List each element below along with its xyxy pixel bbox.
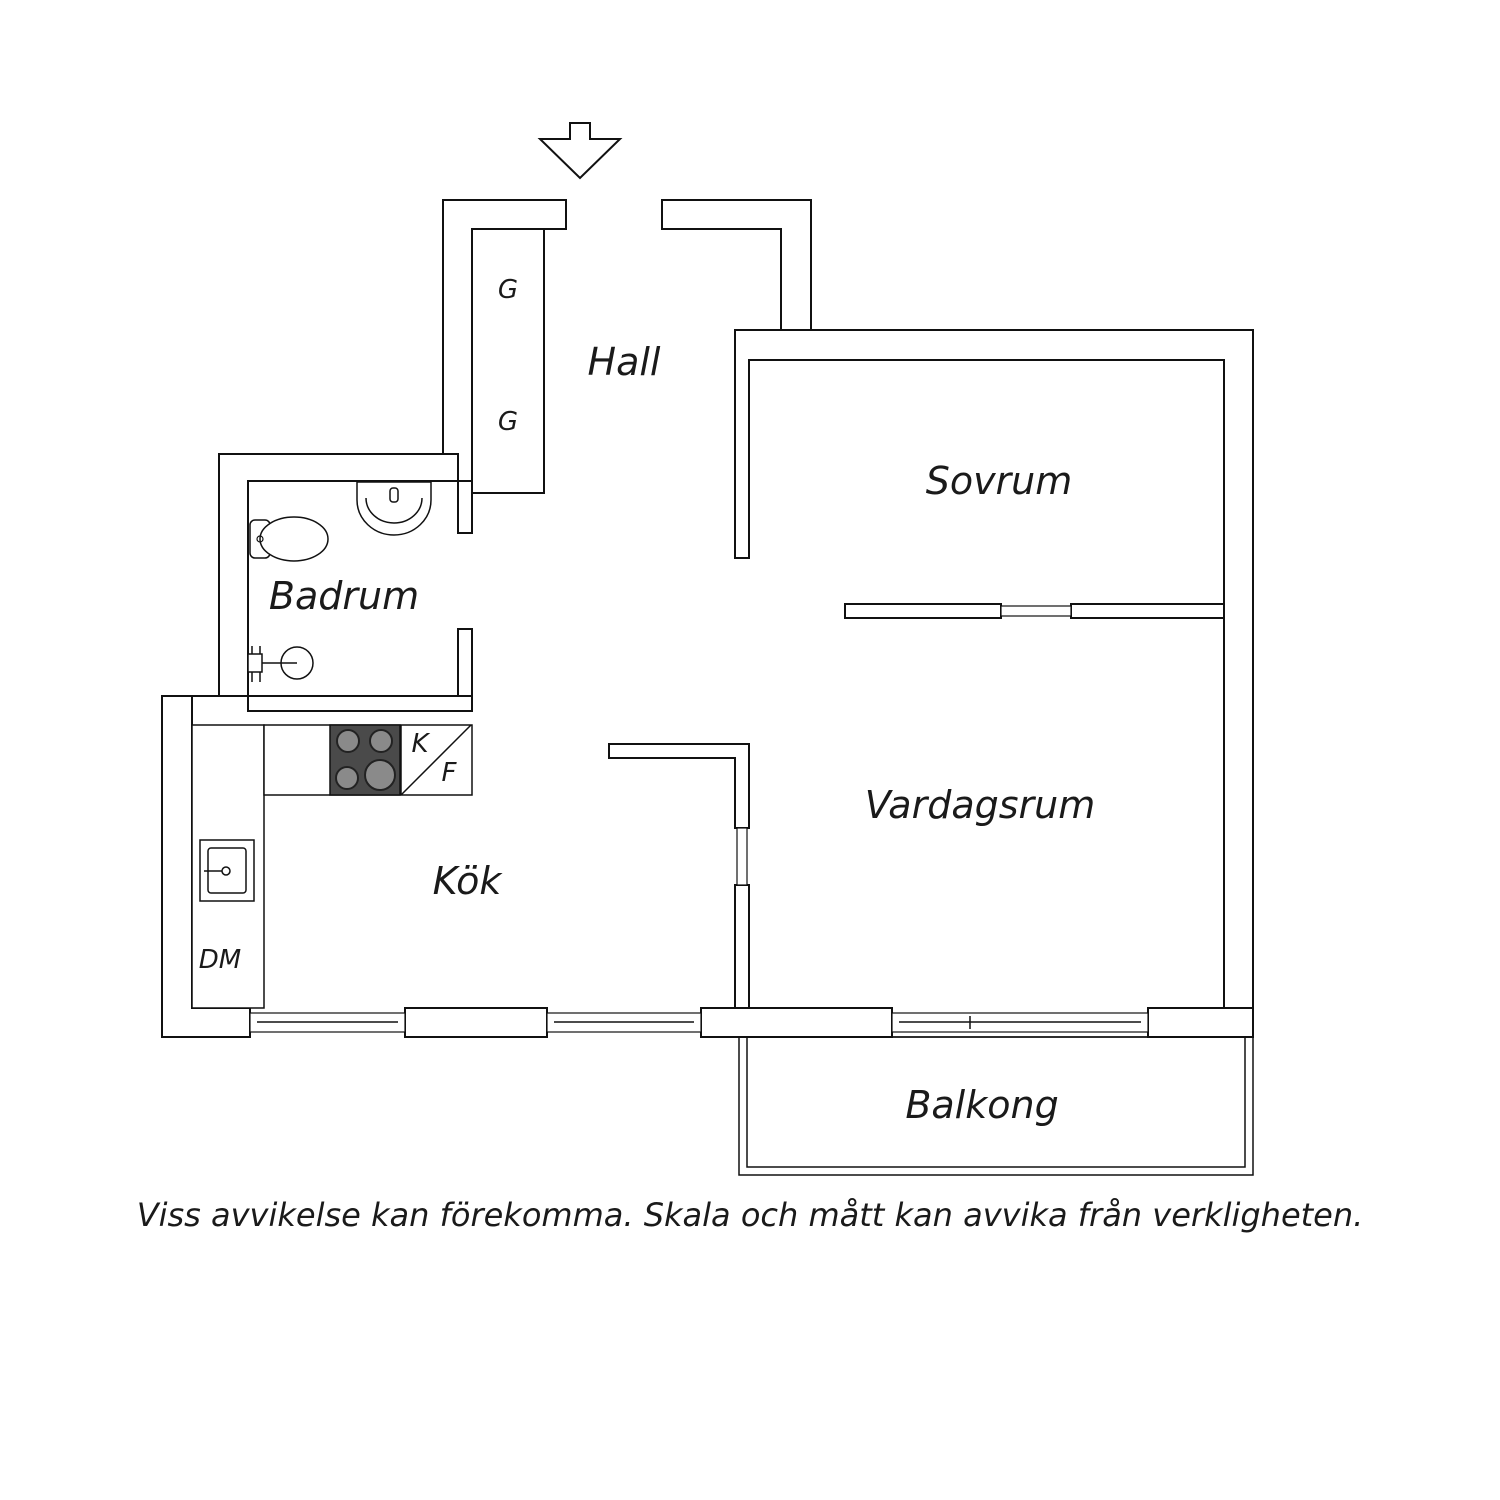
balcony [738, 1036, 1254, 1176]
entrance-arrow-icon [537, 122, 623, 180]
fridge-label: K [411, 729, 430, 759]
room-label-kok: Kök [433, 859, 504, 903]
shower-icon [247, 646, 314, 682]
room-label-hall: Hall [588, 340, 661, 384]
dishwasher-label: DM [199, 945, 241, 975]
wardrobe-label-2: G [498, 407, 518, 437]
freezer-label: F [442, 758, 458, 788]
toilet-icon [249, 516, 329, 562]
interior-walls [247, 228, 1225, 1009]
exterior-walls [161, 199, 1254, 1038]
washbasin-icon [356, 481, 432, 536]
room-label-balkong: Balkong [905, 1083, 1058, 1127]
windows [249, 1012, 1149, 1033]
disclaimer-text: Viss avvikelse kan förekomma. Skala och … [136, 1196, 1364, 1234]
kitchen-sink-icon [199, 839, 255, 902]
kitchen-counters [191, 724, 473, 1009]
wardrobe-label-1: G [498, 275, 518, 305]
room-label-badrum: Badrum [269, 574, 419, 618]
room-label-sovrum: Sovrum [926, 459, 1073, 503]
room-label-vardagsrum: Vardagsrum [865, 783, 1096, 827]
